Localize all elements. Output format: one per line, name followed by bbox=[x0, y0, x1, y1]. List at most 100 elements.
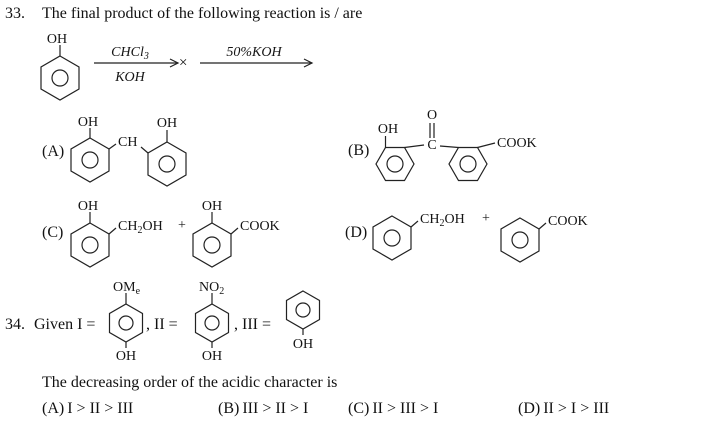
q34-option-a: (A)I > II > III bbox=[42, 400, 133, 418]
bond bbox=[410, 220, 419, 228]
aromatic-circle bbox=[203, 236, 221, 254]
benzene-ring bbox=[108, 303, 144, 343]
ome-main: OM bbox=[113, 280, 136, 295]
option-c-label: (C) bbox=[348, 400, 370, 417]
option-b-label: (B) bbox=[348, 142, 369, 159]
q34-structure-i: OMe OH bbox=[108, 280, 144, 364]
carboxylate-label: COOK bbox=[548, 214, 588, 229]
arrow-head bbox=[169, 58, 180, 68]
no2-subscript: 2 bbox=[219, 286, 224, 297]
ch2oh-tail: OH bbox=[142, 219, 162, 234]
carboxylate-label: COOK bbox=[240, 219, 280, 234]
option-b-label: (B) bbox=[218, 400, 240, 417]
benzene-ring bbox=[70, 222, 110, 268]
q34-separator-iii: , III = bbox=[234, 316, 272, 333]
benzene-ring bbox=[448, 146, 488, 182]
q34-question-text: The decreasing order of the acidic chara… bbox=[42, 374, 338, 391]
bond bbox=[108, 227, 117, 235]
option-c-label: (C) bbox=[42, 224, 63, 241]
no2-main: NO bbox=[199, 280, 219, 295]
bond bbox=[538, 222, 547, 230]
q34-number: 34. bbox=[5, 316, 25, 333]
bond bbox=[108, 143, 117, 150]
q33-option-d-structure: (D) CH2OH + COOK bbox=[345, 211, 588, 263]
benzene-ring bbox=[147, 141, 187, 187]
q34-option-d: (D)II > I > III bbox=[518, 400, 609, 418]
q33-option-b-structure: (B) OH C O COOK bbox=[348, 108, 537, 182]
option-a-label: (A) bbox=[42, 400, 65, 417]
benzene-ring bbox=[40, 55, 80, 101]
reaction-arrow-2: 50%KOH bbox=[200, 45, 314, 68]
hydroxyl-label: OH bbox=[293, 337, 313, 352]
chcl3-subscript: 3 bbox=[143, 51, 149, 62]
bridge-ch-label: CH bbox=[118, 135, 137, 150]
q34-structure-iii: OH bbox=[285, 290, 321, 352]
aromatic-circle bbox=[459, 155, 477, 173]
intermediate-x: × bbox=[179, 55, 188, 71]
option-a-label: (A) bbox=[42, 143, 64, 160]
chcl3-main: CHCl bbox=[111, 45, 144, 60]
aromatic-circle bbox=[158, 155, 176, 173]
hydroxyl-label: OH bbox=[78, 115, 98, 130]
benzene-ring bbox=[375, 146, 415, 182]
q34-option-b: (B)III > II > I bbox=[218, 400, 308, 418]
methoxy-label: OMe bbox=[113, 280, 141, 297]
reagent-koh-label: KOH bbox=[114, 70, 145, 85]
aromatic-circle bbox=[383, 229, 401, 247]
q34-option-c: (C)II > III > I bbox=[348, 400, 438, 418]
aromatic-circle bbox=[81, 151, 99, 169]
q33-number: 33. bbox=[5, 5, 25, 22]
reaction-arrow-1: CHCl3 KOH bbox=[94, 45, 180, 85]
benzene-ring bbox=[500, 217, 540, 263]
ch2oh-subscript: 2 bbox=[137, 225, 142, 236]
q33-option-c-structure: (C) OH CH2OH + OH COOK bbox=[42, 199, 280, 268]
reagent-chcl3-label: CHCl3 bbox=[111, 45, 149, 62]
aromatic-circle bbox=[204, 315, 220, 331]
reagent-50koh-label: 50%KOH bbox=[226, 45, 282, 60]
hydroxyl-label: OH bbox=[47, 32, 67, 47]
bond bbox=[477, 142, 496, 149]
hydroxyl-label: OH bbox=[202, 199, 222, 214]
plus-sign: + bbox=[482, 211, 490, 226]
benzene-ring bbox=[285, 290, 321, 330]
aromatic-circle bbox=[295, 302, 311, 318]
carboxylate-label: COOK bbox=[497, 136, 537, 151]
q33-question-text: The final product of the following react… bbox=[42, 5, 363, 22]
hydroxyl-label: OH bbox=[157, 116, 177, 131]
aromatic-circle bbox=[81, 236, 99, 254]
nitro-label: NO2 bbox=[199, 280, 224, 297]
option-a-value: I > II > III bbox=[67, 400, 134, 417]
phenol-structure: OH bbox=[40, 32, 80, 101]
hydroxymethyl-label: CH2OH bbox=[420, 212, 465, 229]
q34-structure-ii: NO2 OH bbox=[194, 280, 230, 364]
ch2oh-main: CH bbox=[420, 212, 439, 227]
option-d-label: (D) bbox=[518, 400, 541, 417]
hydroxyl-label: OH bbox=[78, 199, 98, 214]
plus-sign: + bbox=[178, 218, 186, 233]
aromatic-circle bbox=[511, 231, 529, 249]
ch2oh-main: CH bbox=[118, 219, 137, 234]
aromatic-circle bbox=[386, 155, 404, 173]
option-c-value: II > III > I bbox=[372, 400, 439, 417]
bond bbox=[439, 145, 459, 149]
hydroxyl-label: OH bbox=[378, 122, 398, 137]
benzene-ring bbox=[372, 215, 412, 261]
q34-separator-ii: , II = bbox=[146, 316, 178, 333]
ch2oh-tail: OH bbox=[444, 212, 464, 227]
ch2oh-subscript: 2 bbox=[439, 218, 444, 229]
aromatic-circle bbox=[118, 315, 134, 331]
bond bbox=[140, 146, 149, 154]
ome-subscript: e bbox=[136, 286, 141, 297]
q34-given-text: Given I = bbox=[34, 316, 96, 333]
aromatic-circle bbox=[51, 69, 69, 87]
option-b-value: III > II > I bbox=[242, 400, 309, 417]
carbonyl-oxygen-label: O bbox=[427, 108, 437, 123]
benzene-ring bbox=[192, 222, 232, 268]
benzene-ring bbox=[194, 303, 230, 343]
option-d-value: II > I > III bbox=[543, 400, 610, 417]
hydroxyl-label: OH bbox=[202, 349, 222, 364]
option-d-label: (D) bbox=[345, 224, 367, 241]
arrow-head bbox=[303, 58, 314, 68]
hydroxymethyl-label: CH2OH bbox=[118, 219, 163, 236]
